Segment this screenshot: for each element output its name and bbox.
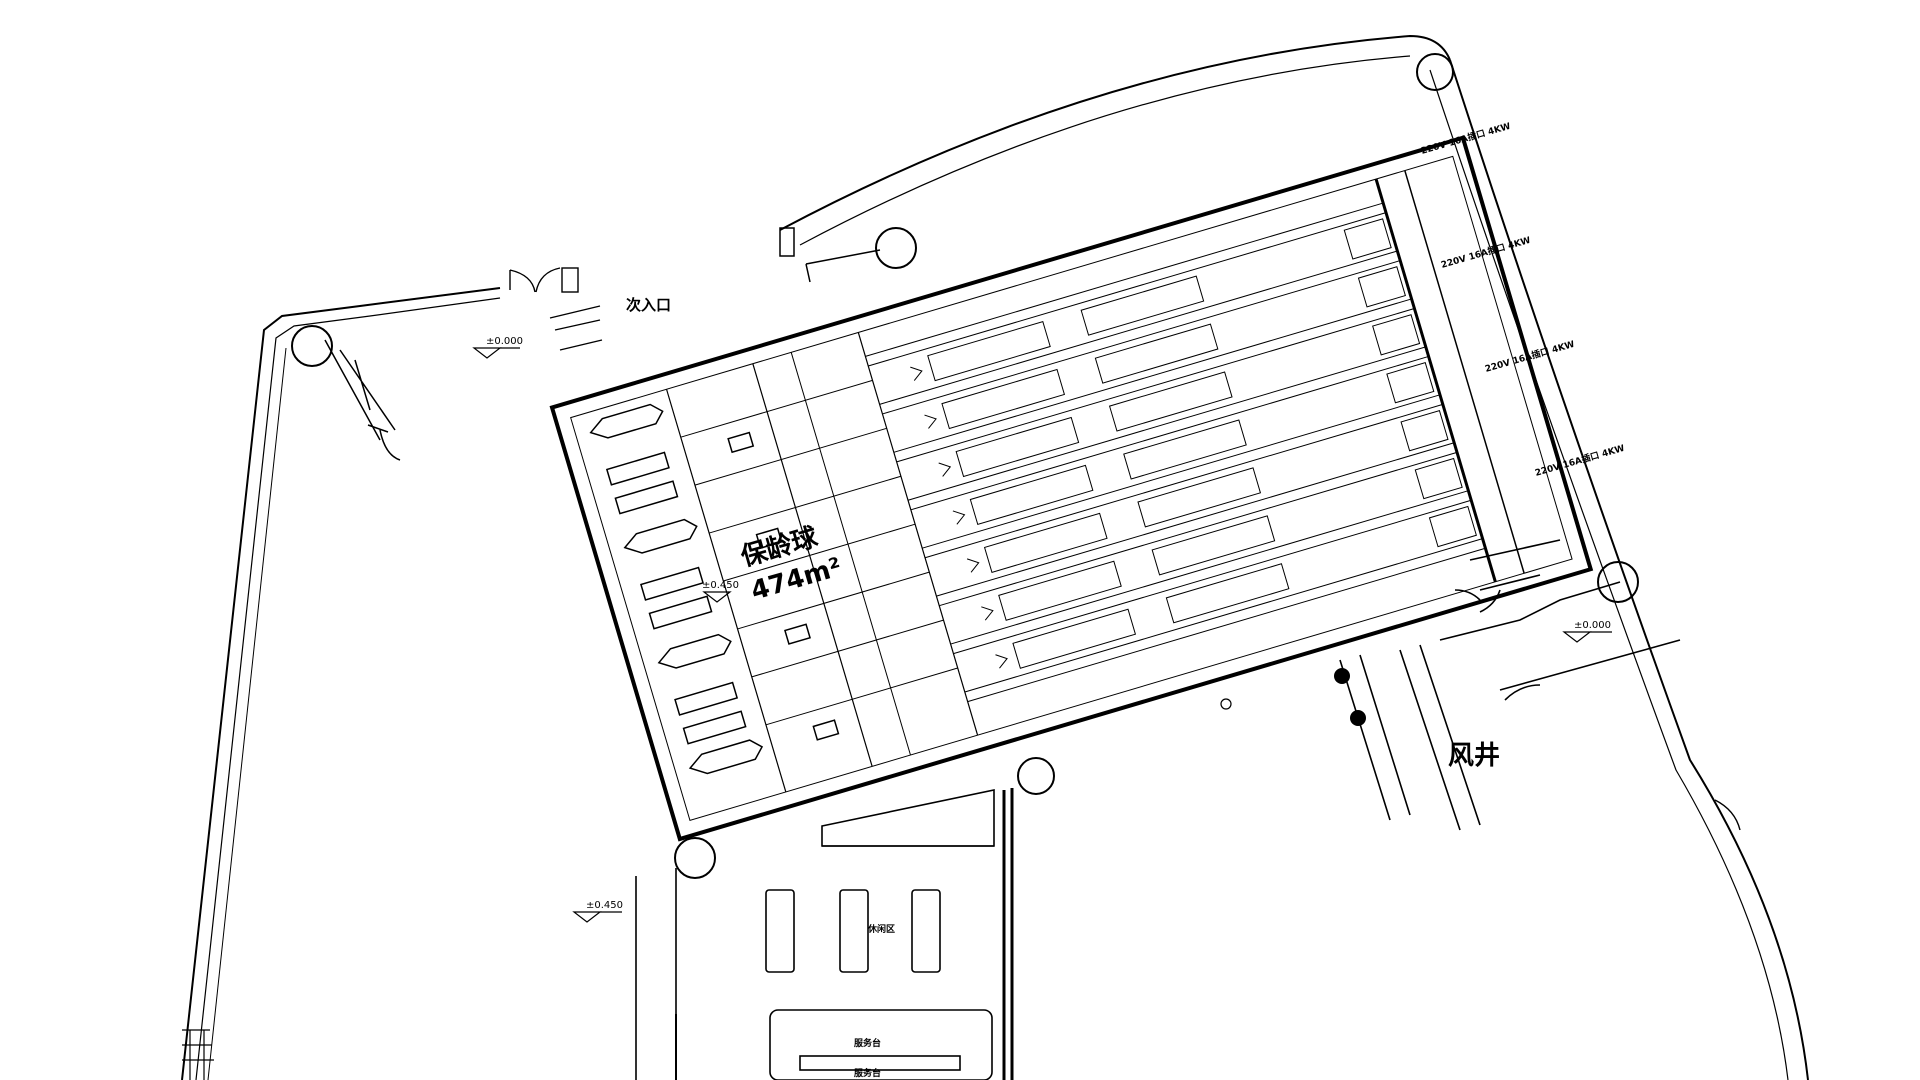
level-text: ±0.000 bbox=[1574, 620, 1611, 631]
level-text: ±0.450 bbox=[702, 580, 739, 591]
column bbox=[1334, 668, 1350, 684]
counter-label: 服务台 bbox=[854, 1037, 881, 1049]
air-shaft-label: 风井 bbox=[1448, 741, 1500, 771]
outer-wall-left bbox=[181, 287, 501, 1080]
entry-vestibule-left bbox=[324, 339, 401, 461]
outer-wall-right bbox=[1429, 59, 1809, 1080]
level-marker: ±0.450 bbox=[702, 580, 739, 603]
column bbox=[1220, 698, 1232, 710]
secondary-entrance-label: 次入口 bbox=[626, 296, 671, 314]
level-text: ±0.450 bbox=[586, 900, 623, 911]
lobby-interior bbox=[635, 788, 1014, 1080]
column bbox=[1017, 757, 1055, 795]
column bbox=[1350, 710, 1366, 726]
level-text: ±0.000 bbox=[486, 336, 523, 347]
bowling-hall bbox=[549, 135, 1594, 842]
stair-left bbox=[182, 1029, 214, 1080]
seating-zone-label: 休闲区 bbox=[867, 923, 895, 935]
secondary-entrance-doors bbox=[509, 267, 603, 351]
level-marker: ±0.000 bbox=[1562, 620, 1612, 643]
level-marker: ±0.450 bbox=[572, 900, 623, 923]
column bbox=[291, 325, 333, 367]
column bbox=[875, 227, 917, 269]
level-marker: ±0.000 bbox=[472, 336, 523, 359]
counter-label: 服务台 bbox=[854, 1067, 881, 1079]
column bbox=[674, 837, 716, 879]
service-rooms bbox=[1339, 539, 1681, 831]
outer-wall-top bbox=[779, 34, 1451, 283]
column bbox=[1597, 561, 1639, 603]
